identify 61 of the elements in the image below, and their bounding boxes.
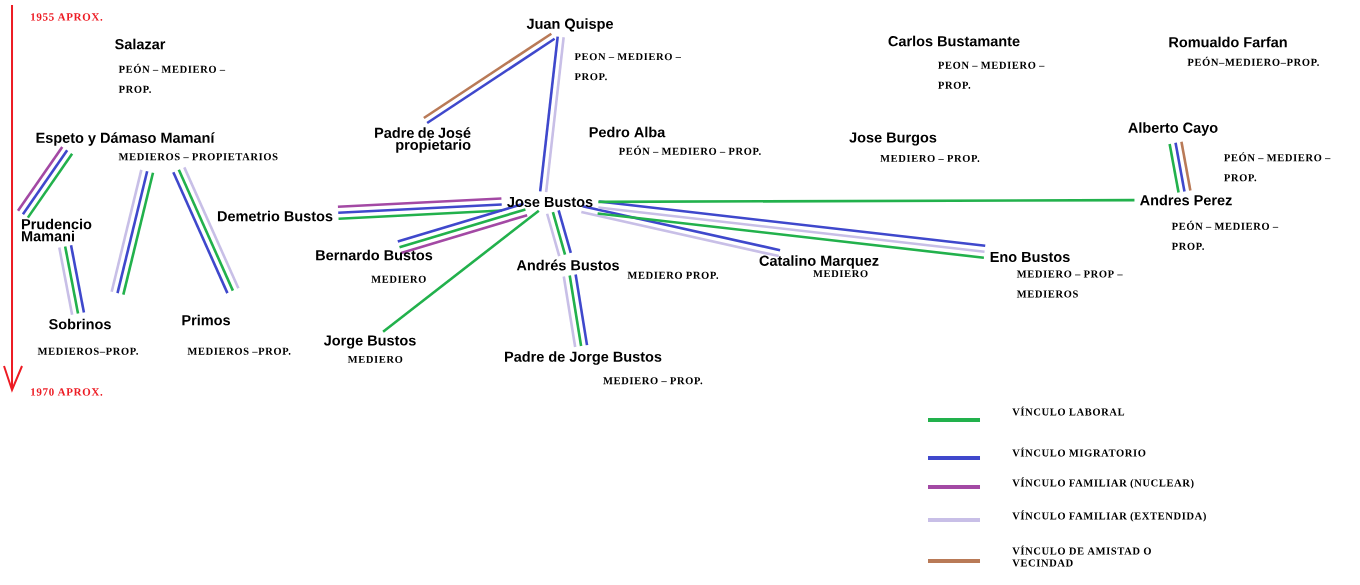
person-label: Sobrinos MEDIEROS–PROP. — [37, 318, 138, 355]
link-line — [551, 211, 567, 255]
link-line — [116, 171, 149, 294]
link-line — [582, 204, 781, 252]
link-line — [63, 246, 80, 314]
link-line — [337, 197, 502, 209]
person-label: Jose Burgos MEDIERO – PROP. — [849, 132, 980, 163]
link-line — [1180, 141, 1192, 191]
legend-label: VÍNCULO DE AMISTAD O VECINDAD — [1012, 545, 1151, 567]
person-label: Salazar PEÓN – MEDIERO – PROP. — [115, 38, 226, 93]
link-line — [399, 208, 526, 249]
link-line — [58, 247, 74, 315]
person-label: Catalino Marquez MEDIERO — [759, 255, 879, 278]
link-line — [598, 206, 985, 254]
link-line — [1174, 142, 1186, 192]
person-label: Pedro Alba PEÓN – MEDIERO – PROP. — [589, 126, 761, 155]
link-line — [400, 213, 528, 255]
person-label: Eno Bustos MEDIERO – PROP – MEDIEROS — [990, 251, 1123, 298]
person-label: Jorge Bustos MEDIERO — [323, 335, 416, 363]
person-label: Romualdo Farfan PEÓN–MEDIERO–PROP. — [1169, 36, 1319, 66]
person-label: Carlos Bustamante PEON – MEDIERO – PROP. — [888, 35, 1045, 89]
link-line — [110, 169, 143, 293]
year-label: 1970 APROX. — [31, 388, 103, 396]
person-label: Alberto Cayo PEÓN – MEDIERO – PROP. — [1128, 122, 1331, 182]
person-label: Bernardo Bustos MEDIERO — [316, 249, 433, 283]
link-line — [338, 209, 503, 221]
legend-label: VÍNCULO LABORAL — [1012, 406, 1125, 416]
person-label: Espeto y Dámaso Mamaní MEDIEROS – PROPIETARIOS — [36, 132, 278, 161]
link-line — [538, 36, 559, 192]
link-line — [122, 172, 155, 295]
link-line — [597, 212, 985, 260]
link-line — [544, 37, 565, 193]
person-label: Jose Bustos — [507, 196, 593, 208]
link-line — [177, 169, 235, 292]
person-label: Andres Perez PEÓN – MEDIERO – PROP. — [1140, 194, 1279, 250]
link-line — [557, 210, 573, 254]
person-label: Juan Quispe PEON – MEDIERO – PROP. — [526, 18, 681, 81]
link-line — [581, 210, 780, 258]
person-label: Prudencio Mamani — [22, 218, 92, 242]
link-line — [545, 213, 561, 257]
link-line — [562, 276, 577, 348]
link-line — [397, 202, 525, 243]
link-line — [574, 274, 589, 346]
year-label: 1955 APROX. — [31, 13, 103, 21]
person-label: Primos MEDIEROS –PROP. — [182, 314, 291, 355]
person-label: Padre de Jorge Bustos MEDIERO – PROP. — [505, 351, 703, 385]
link-line — [598, 198, 1135, 204]
link-line — [183, 166, 240, 289]
legend-label: VÍNCULO MIGRATORIO — [1012, 447, 1146, 457]
link-line — [69, 245, 86, 313]
link-line — [172, 171, 229, 294]
legend-label: VÍNCULO FAMILIAR (EXTENDIDA) — [1012, 510, 1206, 522]
link-line — [568, 275, 583, 347]
person-label: Andrés Bustos MEDIERO PROP. — [516, 259, 719, 279]
link-line — [382, 209, 540, 333]
person-label: Demetrio Bustos — [217, 210, 333, 222]
link-line — [1168, 143, 1180, 193]
link-line — [598, 200, 986, 248]
link-line — [338, 203, 502, 215]
person-label: Padre de José propietario — [375, 127, 471, 153]
legend-label: VÍNCULO FAMILIAR (NUCLEAR) — [1012, 477, 1194, 489]
